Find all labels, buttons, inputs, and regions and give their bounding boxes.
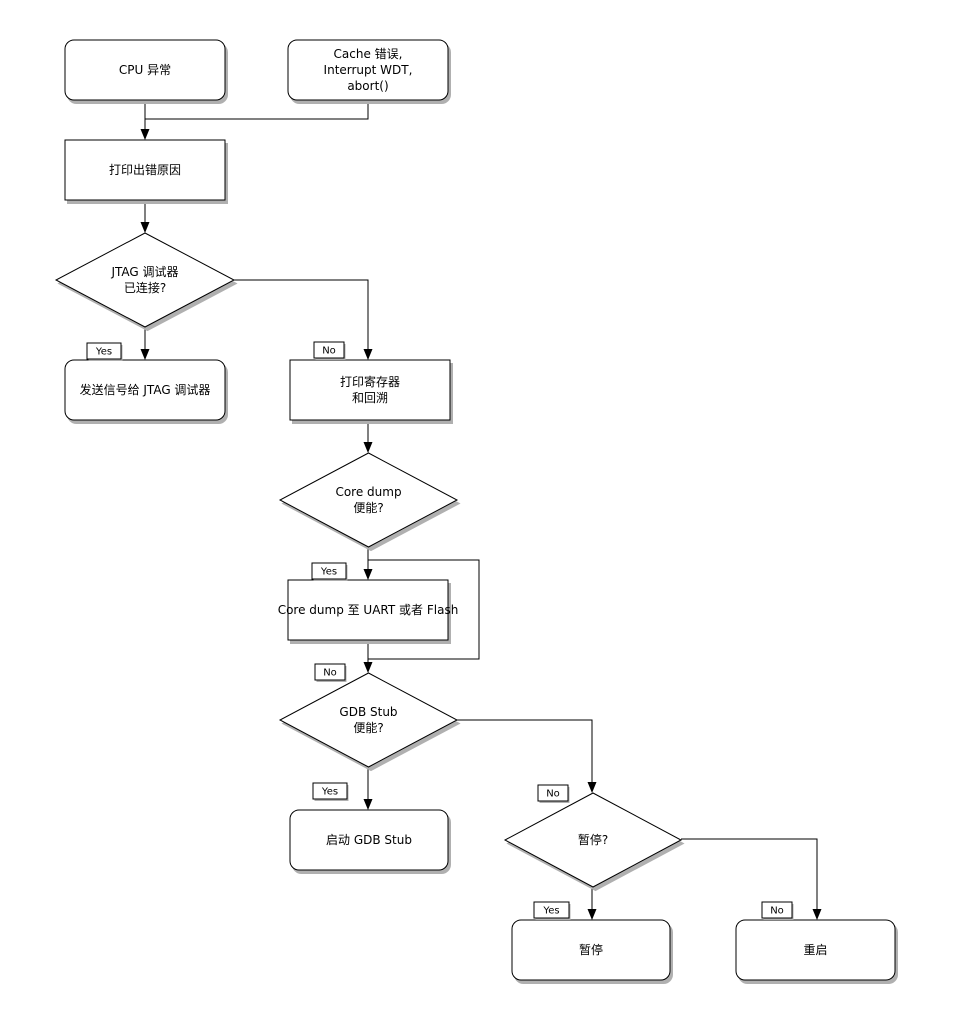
edge-cpu-to-print xyxy=(140,100,150,140)
node-coredump-uart-flash: Core dump 至 UART 或者 Flash xyxy=(278,579,459,644)
arrowhead xyxy=(363,569,373,580)
edge-gdb-yes xyxy=(363,767,373,810)
node-shape xyxy=(511,919,671,981)
label-no-jtag: No xyxy=(313,341,346,360)
edge-line xyxy=(368,559,480,660)
node-label: CPU 异常 xyxy=(119,63,171,77)
node-shape xyxy=(64,359,226,421)
label-no-gdb: No xyxy=(537,784,570,803)
node-shape xyxy=(289,359,451,421)
node-shape xyxy=(287,39,449,101)
edge-coredumpbox-to-gdb xyxy=(363,640,373,673)
edge-line xyxy=(145,100,369,120)
arrowhead xyxy=(140,349,150,360)
node-label: 打印出错原因 xyxy=(109,163,181,177)
arrowhead xyxy=(363,662,373,673)
edge-coredump-yes xyxy=(363,547,373,580)
node-shape xyxy=(287,579,449,641)
arrowhead xyxy=(140,222,150,233)
arrowhead xyxy=(587,782,597,793)
arrowhead xyxy=(140,129,150,140)
node-label: 发送信号给 JTAG 调试器 xyxy=(80,382,211,397)
arrowhead xyxy=(363,442,373,453)
label-yes-pause: Yes xyxy=(533,901,571,920)
edge-pause-yes xyxy=(587,887,597,920)
edge-label-box xyxy=(86,342,122,360)
edge-pause-no xyxy=(681,838,822,920)
node-label: 打印寄存器和回溯 xyxy=(340,374,400,405)
edge-jtag-no xyxy=(234,279,373,360)
node-shape xyxy=(503,792,683,888)
node-shape xyxy=(64,139,226,201)
arrowhead xyxy=(363,349,373,360)
label-no-coredump: No xyxy=(314,663,347,682)
label-yes-coredump: Yes xyxy=(311,562,348,581)
edge-label-text: Yes xyxy=(320,567,337,578)
edge-label-text: No xyxy=(546,789,560,800)
node-send-signal-to-jtag: 发送信号给 JTAG 调试器 xyxy=(64,359,228,424)
edge-label-box xyxy=(311,562,347,580)
node-label: Cache 错误,Interrupt WDT,abort() xyxy=(324,47,413,93)
label-no-pause: No xyxy=(761,901,794,920)
node-label: 重启 xyxy=(803,943,827,957)
node-jtag-connected: JTAG 调试器已连接? xyxy=(54,232,238,332)
edge-label-text: Yes xyxy=(542,906,559,917)
edge-label-box xyxy=(537,784,569,802)
node-print-error-reason: 打印出错原因 xyxy=(64,139,228,204)
edge-print-to-jtag xyxy=(140,200,150,233)
edge-cache-to-junction xyxy=(145,100,369,120)
node-shape xyxy=(54,232,236,328)
node-label: 启动 GDB Stub xyxy=(326,833,412,847)
node-shape xyxy=(64,39,226,101)
edge-label-text: No xyxy=(770,906,784,917)
node-print-registers: 打印寄存器和回溯 xyxy=(289,359,453,424)
edge-label-box xyxy=(312,782,348,800)
node-shape xyxy=(278,452,459,548)
edge-label-box xyxy=(314,663,346,681)
node-restart: 重启 xyxy=(735,919,898,984)
node-label: Core dump 至 UART 或者 Flash xyxy=(278,603,459,617)
node-cpu-exception: CPU 异常 xyxy=(64,39,228,104)
node-shape xyxy=(278,672,459,768)
arrowhead xyxy=(363,799,373,810)
edge-label-text: No xyxy=(323,668,337,679)
edge-label-text: No xyxy=(322,346,336,357)
edge-label-box xyxy=(761,901,793,919)
edge-registers-to-coredump xyxy=(363,420,373,453)
node-label: 暂停? xyxy=(578,832,608,847)
edge-label-text: Yes xyxy=(321,787,338,798)
node-pause-question: 暂停? xyxy=(503,792,685,892)
edge-line xyxy=(681,838,818,909)
arrowhead xyxy=(587,909,597,920)
node-start-gdb-stub: 启动 GDB Stub xyxy=(289,809,451,874)
edge-gdb-no xyxy=(457,719,597,793)
node-shape xyxy=(735,919,896,981)
edge-jtag-yes xyxy=(140,327,150,360)
node-label: JTAG 调试器已连接? xyxy=(110,264,178,295)
edge-line xyxy=(234,279,369,349)
node-cache-error-sources: Cache 错误,Interrupt WDT,abort() xyxy=(287,39,451,104)
node-label: 暂停 xyxy=(579,942,603,957)
edge-label-box xyxy=(313,341,345,359)
edge-line xyxy=(457,719,593,782)
label-yes-gdb: Yes xyxy=(312,782,349,801)
edge-coredump-no-bypass xyxy=(368,559,480,660)
label-yes-jtag: Yes xyxy=(86,342,123,361)
node-pause: 暂停 xyxy=(511,919,673,984)
edge-label-box xyxy=(533,901,570,919)
edge-label-text: Yes xyxy=(95,347,112,358)
node-shape xyxy=(289,809,449,871)
arrowhead xyxy=(812,909,822,920)
